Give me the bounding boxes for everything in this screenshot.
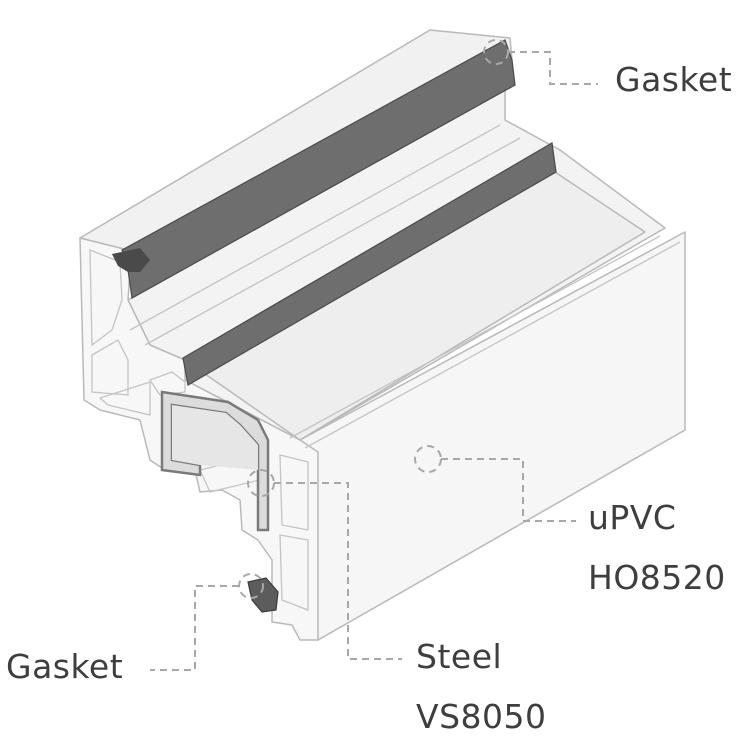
steel-reinforcement: [160, 390, 270, 532]
leader-gasket-bottom: [150, 585, 239, 671]
label-gasket-bottom: Gasket: [6, 647, 124, 686]
leader-upvc: [441, 458, 576, 522]
bottom-gasket: [247, 577, 279, 613]
label-steel: Steel: [416, 637, 503, 676]
label-upvc-code: HO8520: [588, 558, 726, 597]
label-upvc: uPVC: [588, 498, 677, 537]
gaskets: [112, 39, 557, 613]
label-gasket-top: Gasket: [615, 60, 733, 99]
leader-gasket-top: [508, 51, 598, 85]
glazing-gasket-strip: [182, 142, 557, 386]
leader-steel: [274, 482, 402, 660]
leaders: [150, 39, 598, 671]
steel-inner: [172, 405, 258, 470]
label-steel-code: VS8050: [416, 697, 547, 736]
top-gasket-end: [112, 248, 150, 272]
